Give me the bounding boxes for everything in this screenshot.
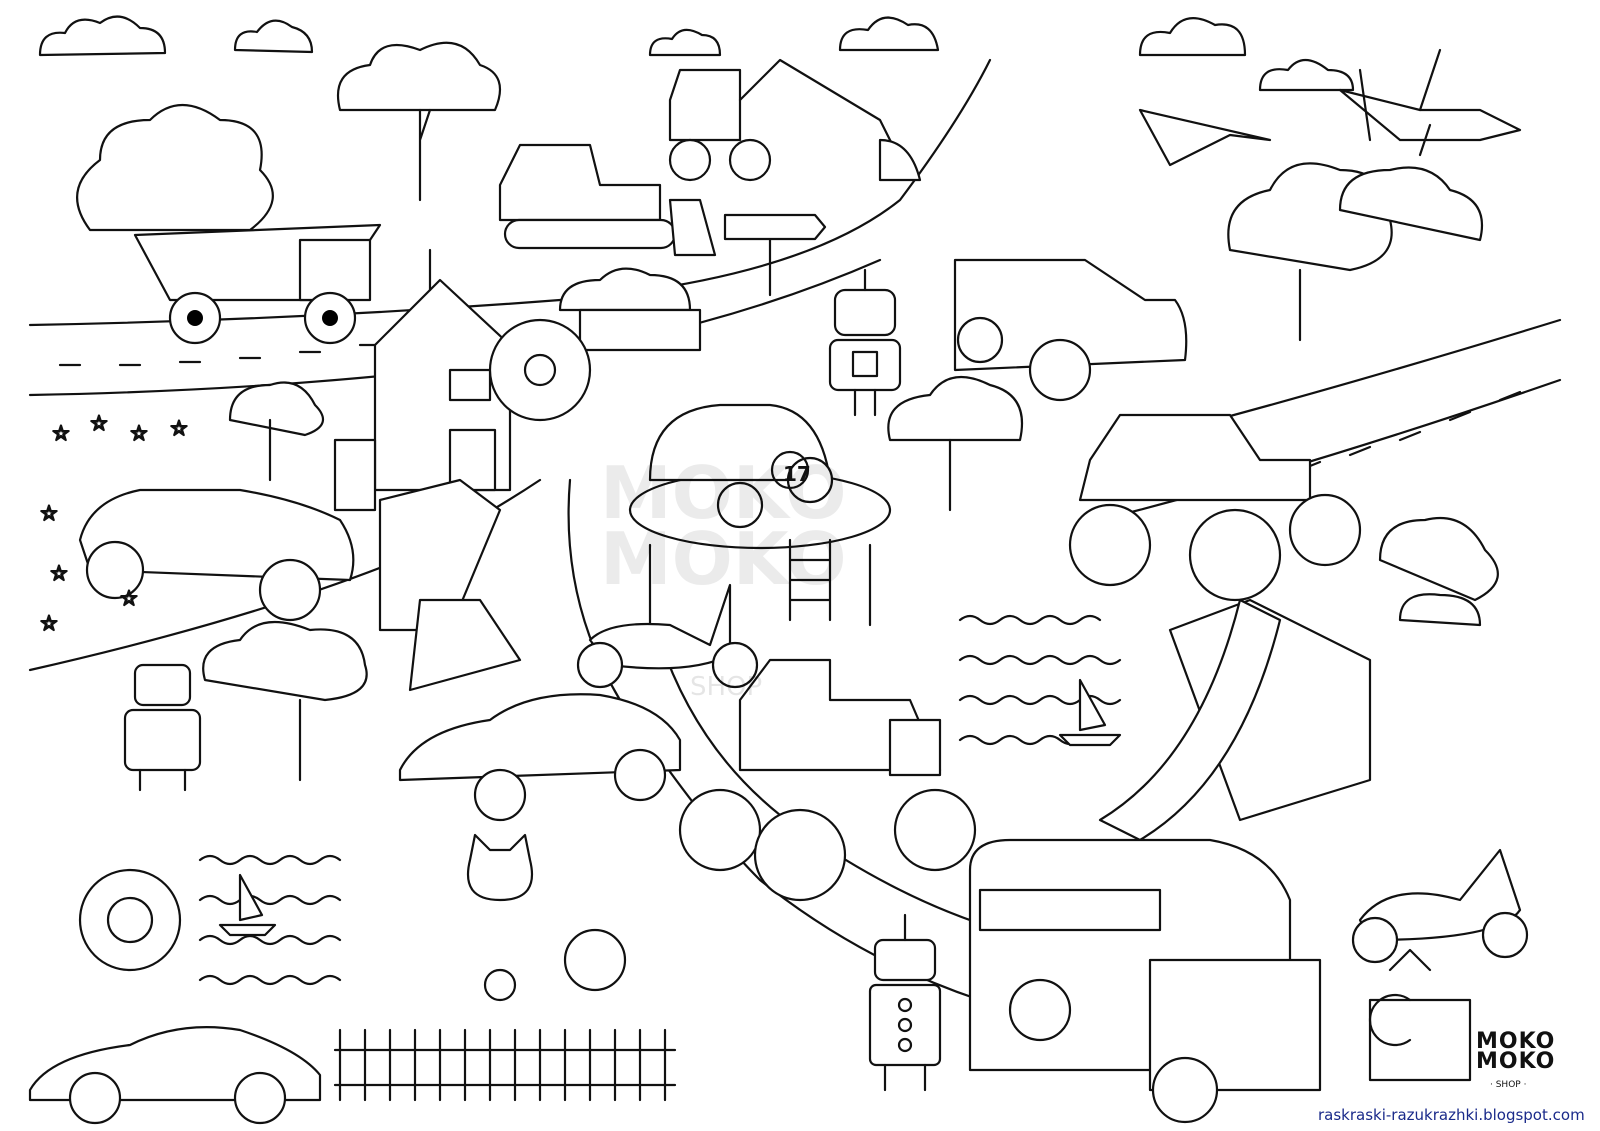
svg-text:☆: ☆ [170,416,188,440]
scooter-right [1351,848,1529,964]
svg-text:☆: ☆ [40,611,58,635]
slide [1098,598,1372,842]
dump-truck [133,223,382,345]
convertible-car [78,488,355,622]
trees [76,41,1499,782]
svg-text:☆: ☆ [130,421,148,445]
sports-car-bottom [28,1026,322,1125]
glider-plane [1138,108,1272,167]
robot-bottom [868,913,942,1092]
scooter-center [576,583,759,689]
robot-top [828,268,902,417]
svg-text:☆: ☆ [40,501,58,525]
house [333,248,512,512]
logo-line1: MOKO [1476,1029,1556,1054]
watermark-line1: MOKO [600,451,847,535]
svg-text:☆: ☆ [120,586,138,610]
svg-text:☆: ☆ [50,561,68,585]
logo-tagline: · SHOP · [1490,1080,1527,1090]
logo-icon [1368,948,1472,1082]
race-car-number: 17 [783,462,811,486]
monster-truck-center [678,658,977,902]
logo-line2: MOKO [1476,1049,1556,1074]
robot-left [123,663,202,792]
source-url: raskraski-razukrazhki.blogspot.com [1318,1106,1585,1124]
tire [78,868,182,972]
suv [953,258,1188,402]
stars: ☆ ☆ ☆ ☆ ☆ ☆ ☆ ☆ [39,410,189,636]
sports-car-center [398,693,682,822]
signpost [723,213,827,297]
donut [488,318,592,422]
monster-truck-right [1068,413,1362,602]
svg-text:☆: ☆ [90,411,108,435]
bulldozer [498,143,717,257]
clouds [38,15,1355,92]
watermark-shop: SHOP [690,672,763,702]
watermark-line2: MOKO [600,517,847,601]
cat-on-bike [466,833,627,1002]
ramp-stairs [378,478,522,692]
airplane [1338,48,1522,157]
fence [333,1028,677,1102]
excavator [668,58,922,182]
svg-text:☆: ☆ [52,421,70,445]
water [198,614,1122,986]
school-bus [968,838,1322,1124]
race-car [628,403,892,637]
